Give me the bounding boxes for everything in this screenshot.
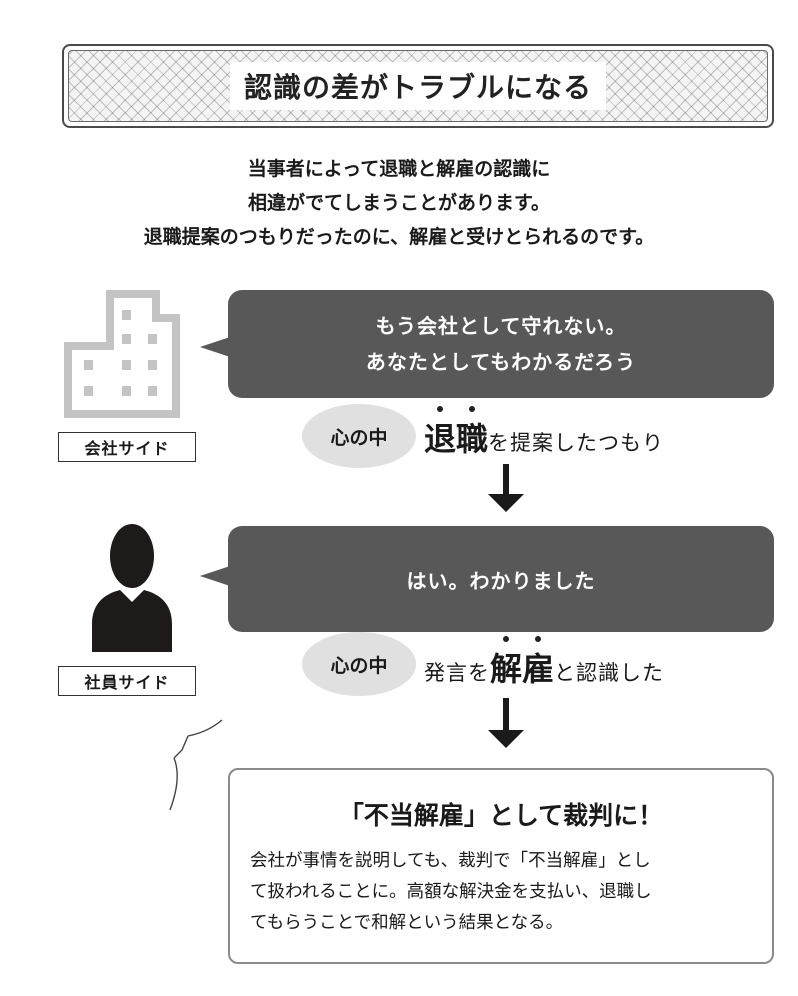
employee-thought-pre: 発言を <box>424 661 490 685</box>
company-side-label: 会社サイド <box>58 432 196 462</box>
building-icon <box>64 290 180 418</box>
down-arrow-icon <box>488 698 524 748</box>
company-inner-oval: 心の中 <box>302 404 416 468</box>
company-speech-bubble: もう会社として守れない。 あなたとしてもわかるだろう <box>228 290 774 398</box>
intro-line: 当事者によって退職と解雇の認識に <box>247 158 551 180</box>
result-body-line: 会社が事情を説明しても、裁判で「不当解雇」とし <box>250 851 651 871</box>
company-speech-line: もう会社として守れない。 <box>375 314 627 338</box>
title-banner-pattern: 認識の差がトラブルになる <box>68 50 768 122</box>
intro-text: 当事者によって退職と解雇の認識に 相違がでてしまうことがあります。 退職提案のつ… <box>0 152 798 254</box>
result-title: 「不当解雇」として裁判に！ <box>338 801 664 830</box>
employee-thought-keyword: 解雇 <box>490 636 554 690</box>
result-box: 「不当解雇」として裁判に！ 会社が事情を説明しても、裁判で「不当解雇」とし て扱… <box>228 768 774 964</box>
intro-line: 相違がでてしまうことがあります。 <box>247 192 551 214</box>
company-thought: 退職を提案したつもり <box>424 406 665 460</box>
shock-lines-icon <box>169 719 223 811</box>
company-thought-keyword: 退職 <box>424 406 488 460</box>
result-body-line: て扱われることに。高額な解決金を支払い、退職し <box>250 882 652 902</box>
intro-line: 退職提案のつもりだったのに、解雇と受けとられるのです。 <box>143 226 655 248</box>
employee-bubble-tail <box>200 566 230 586</box>
company-thought-rest: を提案したつもり <box>488 431 665 455</box>
emphasis-dots <box>424 406 488 412</box>
page-title: 認識の差がトラブルになる <box>229 62 606 110</box>
employee-speech-line: はい。わかりました <box>406 568 596 593</box>
result-body: 会社が事情を説明しても、裁判で「不当解雇」とし て扱われることに。高額な解決金を… <box>250 846 760 939</box>
company-speech-line: あなたとしてもわかるだろう <box>365 350 637 374</box>
result-body-line: てもらうことで和解という結果となる。 <box>250 913 564 933</box>
employee-side-label: 社員サイド <box>58 666 196 696</box>
title-banner: 認識の差がトラブルになる <box>62 44 774 128</box>
person-silhouette-icon <box>92 524 172 652</box>
employee-thought: 発言を解雇と認識した <box>424 636 665 690</box>
company-bubble-tail <box>200 337 230 357</box>
emphasis-dots <box>490 636 554 642</box>
employee-thought-rest: と認識した <box>554 661 665 685</box>
employee-speech-bubble: はい。わかりました <box>228 526 774 632</box>
employee-inner-oval: 心の中 <box>302 632 416 696</box>
down-arrow-icon <box>488 464 524 512</box>
